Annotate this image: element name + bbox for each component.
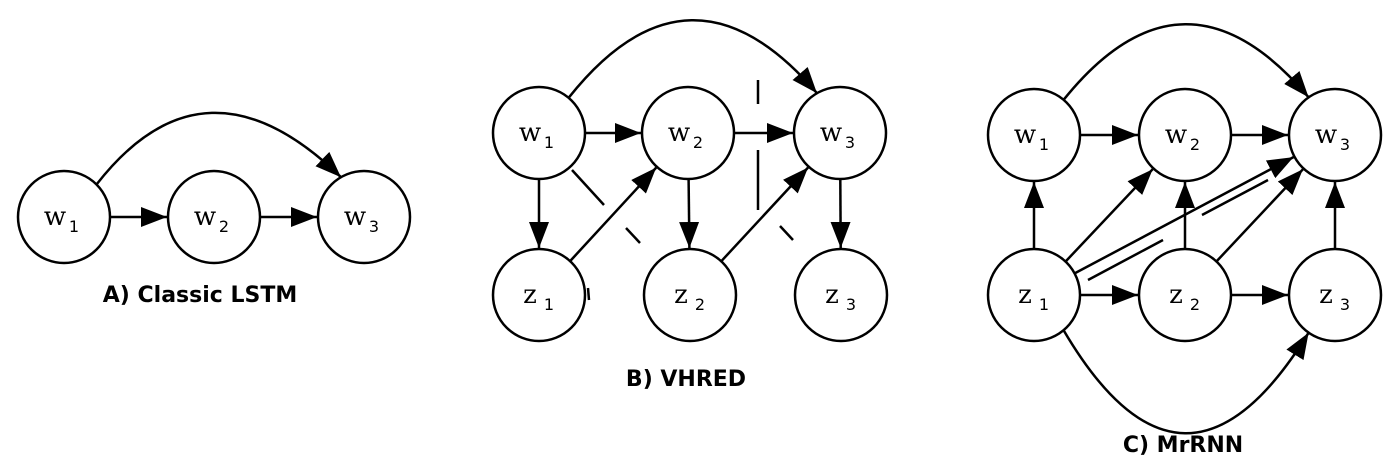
- node-variable-label: w: [344, 202, 366, 232]
- node-variable-label: z: [1018, 280, 1032, 310]
- node-variable-label: z: [1319, 280, 1333, 310]
- node-subscript-label: 1: [1039, 135, 1049, 154]
- panel-b-line-fragment: [625, 227, 641, 244]
- panel-b-caption: B) VHRED: [626, 367, 746, 392]
- panel-c-edge-z2-to-w3: [1215, 168, 1304, 263]
- node-circle: [986, 87, 1082, 183]
- panel-b-line-fragment: [779, 225, 794, 241]
- panel-c-edge-z1-to-w3: [1074, 155, 1295, 275]
- panel-b-edge-z1-to-w2: [569, 166, 658, 262]
- node-circle: [640, 85, 736, 181]
- node-circle: [316, 169, 412, 265]
- node-subscript-label: 3: [1340, 295, 1350, 314]
- node-subscript-label: 1: [544, 133, 554, 152]
- panel-c-line-fragment: [1201, 178, 1269, 217]
- node-variable-label: w: [44, 202, 66, 232]
- node-circle: [1137, 247, 1233, 343]
- node-subscript-label: 1: [544, 295, 554, 314]
- node-circle: [491, 247, 587, 343]
- node-subscript-label: 1: [1039, 295, 1049, 314]
- node-circle: [16, 169, 112, 265]
- node-circle: [1287, 87, 1383, 183]
- node-variable-label: w: [1165, 120, 1187, 150]
- node-subscript-label: 3: [846, 295, 856, 314]
- panel-c-caption: C) MrRNN: [1123, 433, 1243, 458]
- node-circle: [793, 247, 889, 343]
- node-variable-label: z: [1169, 280, 1183, 310]
- node-subscript-label: 2: [693, 133, 703, 152]
- panel-b-edge-w1-to-w3: [567, 19, 818, 99]
- node-subscript-label: 3: [1340, 135, 1350, 154]
- panel-b-edge-z2-to-w3: [720, 166, 810, 263]
- node-variable-label: w: [194, 202, 216, 232]
- node-circle: [166, 169, 262, 265]
- node-subscript-label: 2: [695, 295, 705, 314]
- panel-c-edge-z1-to-w2: [1064, 168, 1154, 263]
- node-variable-label: z: [523, 280, 537, 310]
- panel-c-edge-w1-to-w3: [1062, 23, 1310, 101]
- panel-b-line-fragment: [571, 169, 605, 206]
- node-circle: [1287, 247, 1383, 343]
- panel-b-edge-w2-to-z2: [679, 178, 700, 249]
- node-variable-label: w: [668, 118, 690, 148]
- node-variable-label: w: [1014, 120, 1036, 150]
- node-variable-label: z: [674, 280, 688, 310]
- node-subscript-label: 2: [1190, 135, 1200, 154]
- panel-a-caption: A) Classic LSTM: [103, 283, 297, 308]
- panel-c-line-fragment: [1087, 238, 1164, 282]
- node-circle: [1137, 87, 1233, 183]
- node-circle: [642, 247, 738, 343]
- node-subscript-label: 3: [369, 217, 379, 236]
- node-variable-label: w: [519, 118, 541, 148]
- node-subscript-label: 3: [845, 133, 855, 152]
- panel-a-edge-w1-to-w3: [95, 111, 342, 186]
- node-variable-label: w: [820, 118, 842, 148]
- node-circle: [792, 85, 888, 181]
- node-variable-label: z: [825, 280, 839, 310]
- panel-b-line-fragment: [586, 287, 591, 301]
- node-subscript-label: 1: [69, 217, 79, 236]
- node-variable-label: w: [1315, 120, 1337, 150]
- node-subscript-label: 2: [219, 217, 229, 236]
- edges-layer: [95, 19, 1345, 435]
- node-subscript-label: 2: [1190, 295, 1200, 314]
- node-circle: [986, 247, 1082, 343]
- node-circle: [491, 85, 587, 181]
- panel-c-edge-z1-to-z3: [1062, 329, 1310, 435]
